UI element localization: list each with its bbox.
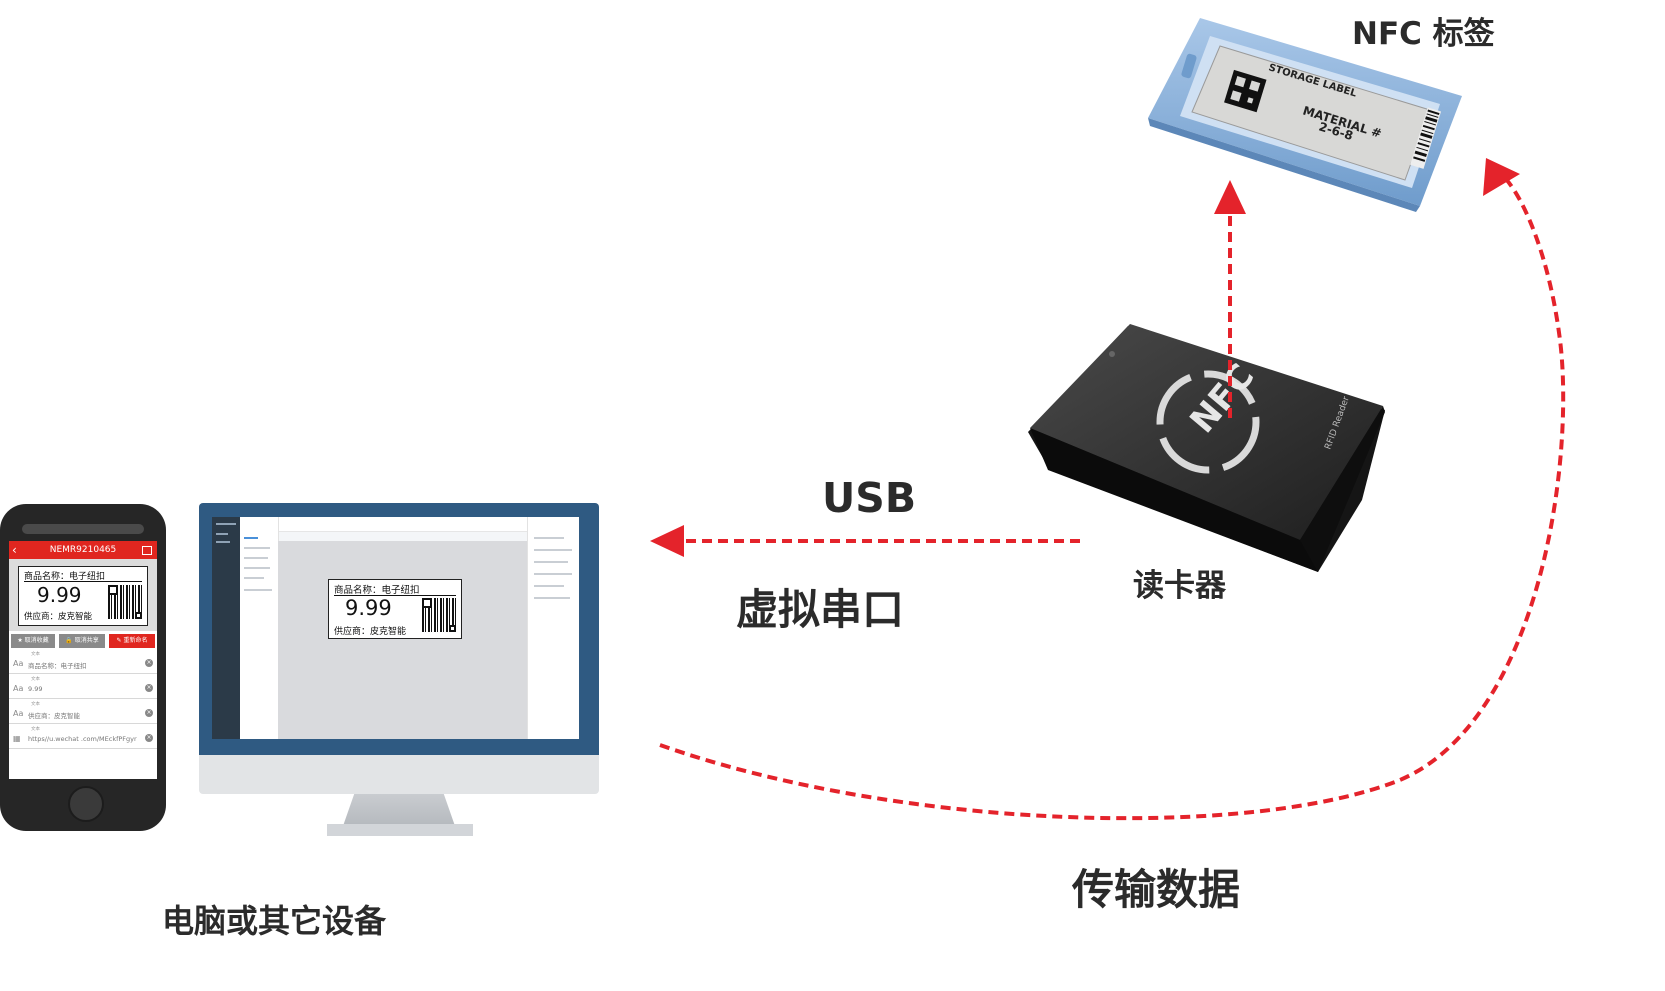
smartphone: NEMR9210465 ‹ 商品名称：电子纽扣 9.99 供应商：皮克智能 ★ … — [0, 504, 166, 831]
monitor-tag-price: 9.99 — [345, 596, 392, 620]
phone-tag-supplier: 供应商：皮克智能 — [24, 612, 93, 622]
text-field-row[interactable]: 文本 Aa 商品名称：电子纽扣 × — [9, 651, 157, 674]
arrow-transfer-data — [659, 158, 1566, 821]
qr-code-icon — [422, 598, 456, 632]
card-reader: NFC RFID Reader — [1028, 324, 1385, 572]
nfc-ring-icon — [1156, 370, 1260, 474]
nfc-tag-label: NFC 标签 — [1352, 16, 1495, 52]
arrow-reader-to-tag — [1214, 180, 1246, 418]
monitor-tag-name: 商品名称：电子纽扣 — [334, 585, 420, 596]
monitor-screen: 商品名称：电子纽扣 9.99 供应商：皮克智能 — [212, 517, 579, 739]
unshare-button[interactable]: 🔒 取消共享 — [59, 634, 105, 648]
unfavorite-button[interactable]: ★ 取消收藏 — [11, 634, 55, 648]
usb-label: USB — [822, 474, 917, 522]
monitor-tag-preview: 商品名称：电子纽扣 9.99 供应商：皮克智能 — [328, 579, 462, 639]
field-value: 供应商：皮克智能 — [28, 712, 80, 720]
clear-icon[interactable]: × — [145, 659, 153, 667]
text-field-row[interactable]: 文本 ▦ https//u.wechat .com/MEckfPFgyr × — [9, 726, 157, 749]
editor-canvas: 商品名称：电子纽扣 9.99 供应商：皮克智能 — [278, 541, 527, 739]
field-value: 9.99 — [28, 685, 43, 693]
text-format-icon: Aa — [13, 684, 24, 693]
monitor-base — [327, 824, 473, 836]
phone-header: NEMR9210465 — [9, 541, 157, 559]
book-icon[interactable] — [142, 546, 152, 555]
phone-tag-name: 商品名称：电子纽扣 — [24, 572, 106, 582]
home-button[interactable] — [68, 786, 104, 822]
phone-tag-preview-area: 商品名称：电子纽扣 9.99 供应商：皮克智能 — [9, 559, 157, 631]
arrow-usb — [650, 525, 1080, 557]
editor-right-panel — [527, 517, 579, 739]
back-arrow-icon[interactable]: ‹ — [12, 543, 17, 557]
text-field-row[interactable]: 文本 Aa 供应商：皮克智能 × — [9, 701, 157, 724]
virtual-serial-label: 虚拟串口 — [736, 585, 905, 634]
text-format-icon: Aa — [13, 659, 24, 668]
phone-title: NEMR9210465 — [49, 545, 117, 555]
phone-speaker — [22, 524, 144, 534]
editor-sidebar — [212, 517, 240, 739]
field-value: https//u.wechat .com/MEckfPFgyr — [28, 735, 137, 743]
editor-left-panel — [240, 517, 279, 739]
qr-code-icon — [108, 585, 142, 619]
phone-tag-price: 9.99 — [37, 583, 82, 607]
monitor-tag-supplier: 供应商：皮克智能 — [334, 627, 407, 637]
text-field-row[interactable]: 文本 Aa 9.99 × — [9, 676, 157, 699]
field-value: 商品名称：电子纽扣 — [28, 662, 87, 670]
qr-field-icon: ▦ — [13, 734, 21, 743]
transfer-data-label: 传输数据 — [1072, 865, 1241, 914]
text-format-icon: Aa — [13, 709, 24, 718]
clear-icon[interactable]: × — [145, 684, 153, 692]
monitor-stand — [343, 794, 455, 826]
phone-tag-preview: 商品名称：电子纽扣 9.99 供应商：皮克智能 — [18, 566, 148, 626]
card-reader-label: 读卡器 — [1133, 568, 1226, 604]
rename-button[interactable]: ✎ 重新命名 — [109, 634, 155, 648]
phone-screen: NEMR9210465 ‹ 商品名称：电子纽扣 9.99 供应商：皮克智能 ★ … — [9, 541, 157, 779]
clear-icon[interactable]: × — [145, 734, 153, 742]
monitor-bezel — [199, 755, 599, 794]
nfc-tag-device: STORAGE LABEL MATERIAL # 2-6-8 — [1148, 18, 1462, 212]
computer-devices-label: 电脑或其它设备 — [162, 902, 387, 940]
clear-icon[interactable]: × — [145, 709, 153, 717]
